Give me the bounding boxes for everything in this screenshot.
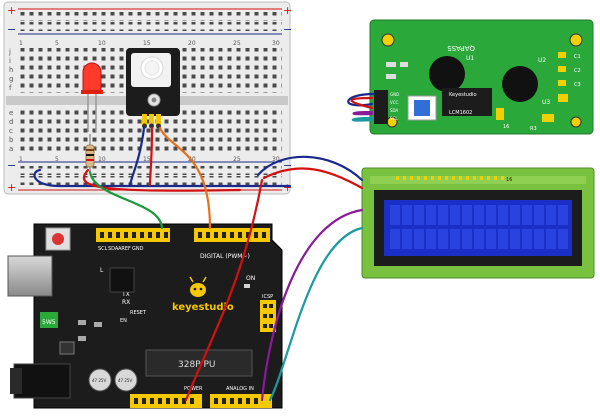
label-sda: SDA xyxy=(108,246,119,252)
digital-label: DIGITAL (PWM~) xyxy=(200,253,250,260)
part-c3: C3 xyxy=(574,82,581,88)
rail-plus-bottom-right: + xyxy=(283,181,292,194)
rail-plus-top-right: + xyxy=(283,4,292,17)
column-number: 30 xyxy=(272,40,280,47)
label-l: L xyxy=(100,267,104,274)
rail-minus-top-left: − xyxy=(7,23,16,36)
wire-red-pir-vcc xyxy=(148,126,154,187)
row-letter: c xyxy=(9,127,13,135)
wire-teal-i2c-scl xyxy=(268,116,374,402)
part-r3: R3 xyxy=(530,126,537,132)
pin-vcc: VCC xyxy=(390,100,399,105)
label-scl: SCL xyxy=(98,246,108,252)
wires xyxy=(33,92,376,402)
column-number: 25 xyxy=(233,40,241,47)
column-number: 15 xyxy=(143,156,151,163)
rail-plus-bottom-left: + xyxy=(7,181,16,194)
cap-left-label: 47 25V xyxy=(92,378,106,383)
chip-name: LCM1602 xyxy=(449,110,472,116)
part-c2: C2 xyxy=(574,68,581,74)
column-number: 1 xyxy=(19,40,23,47)
column-number: 15 xyxy=(143,40,151,47)
badge-5w5: 5W5 xyxy=(42,319,56,326)
chip-label-u2: U2 xyxy=(538,57,546,64)
pin-gnd: GND xyxy=(390,92,399,97)
label-en: EN xyxy=(120,318,127,324)
red-led xyxy=(81,62,103,132)
label-gnd: GND xyxy=(132,246,144,252)
column-number: 5 xyxy=(55,156,59,163)
label-rx: RX xyxy=(122,299,130,306)
rail-plus-top-left: + xyxy=(7,4,16,17)
wire-red-i2c-vcc xyxy=(184,96,374,402)
wire-orange-pir-signal xyxy=(158,126,212,230)
chip-label-u1: U1 xyxy=(466,55,474,62)
i2c-lcd-module: QAPASS U1 U2 U3 C1 C2 C3 GND VCC SDA SCL… xyxy=(369,19,594,135)
label-reset: RESET xyxy=(130,310,147,316)
pin-sda: SDA xyxy=(390,108,399,113)
wire-green-led xyxy=(88,170,164,230)
pir-sensor-module xyxy=(126,48,180,129)
keyestudio-logo xyxy=(189,276,207,297)
label-aref: AREF xyxy=(118,246,131,252)
row-letter: b xyxy=(9,136,14,144)
column-number: 20 xyxy=(188,40,196,47)
row-letter: a xyxy=(9,145,13,153)
mcu-label: 328P PU xyxy=(178,360,215,370)
column-number: 25 xyxy=(233,156,241,163)
pin-scl: SCL xyxy=(390,116,398,121)
column-number: 30 xyxy=(272,156,280,163)
resistor xyxy=(85,134,95,172)
arduino-board: SCL SDA AREF GND DIGITAL (PWM~) L TX RX … xyxy=(7,223,283,409)
label-tx: TX xyxy=(121,291,130,298)
column-number: 1 xyxy=(19,156,23,163)
row-letter: h xyxy=(9,66,13,74)
rail-minus-bottom-right: − xyxy=(283,159,292,172)
row-letter: j xyxy=(8,48,11,56)
row-letter: d xyxy=(9,118,13,126)
rail-minus-top-right: − xyxy=(283,23,292,36)
cap-right-label: 47 25V xyxy=(118,378,132,383)
wire-red-breadboard-vcc xyxy=(82,168,242,192)
row-letter: i xyxy=(9,57,11,65)
reset-button-cap[interactable] xyxy=(52,233,64,245)
wire-blue-breadboard-gnd xyxy=(33,168,292,188)
label-on: ON xyxy=(246,275,255,282)
rail-minus-bottom-left: − xyxy=(7,159,16,172)
row-letter: f xyxy=(9,84,12,92)
chip-brand: Keyestudio xyxy=(449,92,477,98)
row-letter: g xyxy=(9,75,13,83)
row-letter: e xyxy=(9,109,13,117)
brand-text: keyestudio xyxy=(172,302,234,313)
wire-blue-pir-gnd xyxy=(128,126,146,187)
label-icsp: ICSP xyxy=(262,294,273,300)
part-c1: C1 xyxy=(574,54,581,60)
lcd-1602: 16 xyxy=(361,167,595,279)
column-number: 10 xyxy=(98,156,106,163)
analog-label: ANALOG IN xyxy=(226,386,254,392)
column-number: 10 xyxy=(98,40,106,47)
lcd-pin-count: 16 xyxy=(506,177,512,183)
wire-purple-i2c-sda xyxy=(260,110,374,402)
chip-label-u3: U3 xyxy=(542,99,550,106)
power-label: POWER xyxy=(184,386,203,392)
part-16: 16 xyxy=(503,124,509,130)
column-number: 5 xyxy=(55,40,59,47)
pcb-top-text: QAPASS xyxy=(447,44,475,52)
